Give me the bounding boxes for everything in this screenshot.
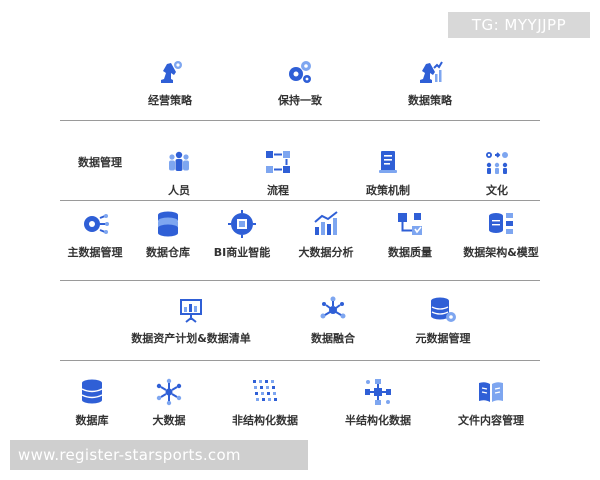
watermark-bottom: www.register-starsports.com — [10, 440, 308, 470]
chess-knight-chart-icon — [420, 61, 443, 83]
node-data-asset-plan: 数据资产计划&数据清单 — [116, 296, 266, 346]
data-management-heading: 数据管理 — [78, 156, 122, 169]
node-label: 数据策略 — [408, 94, 452, 107]
node-label: 经营策略 — [148, 94, 192, 107]
architecture-model-icon — [489, 213, 513, 234]
node-label: 保持一致 — [278, 94, 322, 107]
node-label: 非结构化数据 — [232, 414, 298, 427]
gears-icon — [289, 61, 311, 83]
node-culture: 文化 — [432, 148, 562, 198]
node-database: 数据库 — [27, 378, 157, 428]
node-data-fusion: 数据融合 — [268, 296, 398, 346]
divider — [60, 280, 540, 281]
node-bi: BI商业智能 — [177, 210, 307, 260]
node-label: 数据质量 — [388, 246, 432, 259]
node-master-data: 主数据管理 — [30, 210, 160, 260]
node-label: 文件内容管理 — [458, 414, 524, 427]
brain-chip-icon — [228, 210, 256, 238]
node-label: 大数据分析 — [298, 246, 354, 259]
network-hub-icon — [320, 296, 346, 319]
gear-nodes-icon — [84, 214, 109, 234]
node-data-warehouse: 数据仓库 — [103, 210, 233, 260]
node-metadata-management: 元数据管理 — [378, 296, 508, 346]
node-label: 数据资产计划&数据清单 — [131, 332, 251, 345]
unstructured-grid-icon — [253, 380, 277, 401]
divider — [60, 360, 540, 361]
node-big-data-analysis: 大数据分析 — [261, 210, 391, 260]
watermark-top: TG: MYYJJPP — [448, 12, 590, 38]
node-policy: 政策机制 — [323, 148, 453, 198]
node-data-strategy: 数据策略 — [365, 58, 495, 108]
database-gear-icon — [431, 297, 456, 322]
chess-knight-gear-icon — [161, 61, 182, 83]
divider — [60, 200, 540, 201]
node-file-content-management: 文件内容管理 — [426, 378, 556, 428]
database-icon — [81, 379, 103, 404]
node-label: 政策机制 — [366, 184, 410, 197]
people-group-icon — [169, 151, 189, 171]
node-label: 数据库 — [75, 414, 109, 427]
node-alignment: 保持一致 — [235, 58, 365, 108]
quality-flow-icon — [398, 213, 422, 235]
node-label: 数据架构&模型 — [463, 246, 539, 259]
node-label: 人员 — [168, 184, 190, 197]
policy-document-icon — [379, 151, 397, 173]
node-label: BI商业智能 — [213, 246, 271, 259]
node-semi-structured-data: 半结构化数据 — [313, 378, 443, 428]
node-label: 大数据 — [152, 414, 186, 427]
culture-people-icon — [486, 152, 508, 174]
node-label: 文化 — [486, 184, 508, 197]
node-business-strategy: 经营策略 — [105, 58, 235, 108]
node-label: 流程 — [267, 184, 289, 197]
node-data-architecture: 数据架构&模型 — [436, 210, 566, 260]
node-unstructured-data: 非结构化数据 — [200, 378, 330, 428]
node-big-data: 大数据 — [104, 378, 234, 428]
divider — [60, 120, 540, 121]
open-book-icon — [479, 382, 503, 402]
node-label: 数据仓库 — [146, 246, 190, 259]
node-people: 人员 — [114, 148, 244, 198]
node-label: 主数据管理 — [67, 246, 123, 259]
node-data-quality: 数据质量 — [345, 210, 475, 260]
node-label: 半结构化数据 — [345, 414, 411, 427]
process-flow-icon — [266, 151, 290, 173]
node-label: 元数据管理 — [415, 332, 471, 345]
data-network-icon — [156, 378, 182, 406]
database-stack-icon — [158, 211, 178, 237]
semi-structured-network-icon — [365, 379, 391, 405]
bar-chart-trend-icon — [314, 211, 338, 235]
presentation-board-icon — [180, 299, 202, 323]
node-process: 流程 — [213, 148, 343, 198]
node-label: 数据融合 — [311, 332, 355, 345]
